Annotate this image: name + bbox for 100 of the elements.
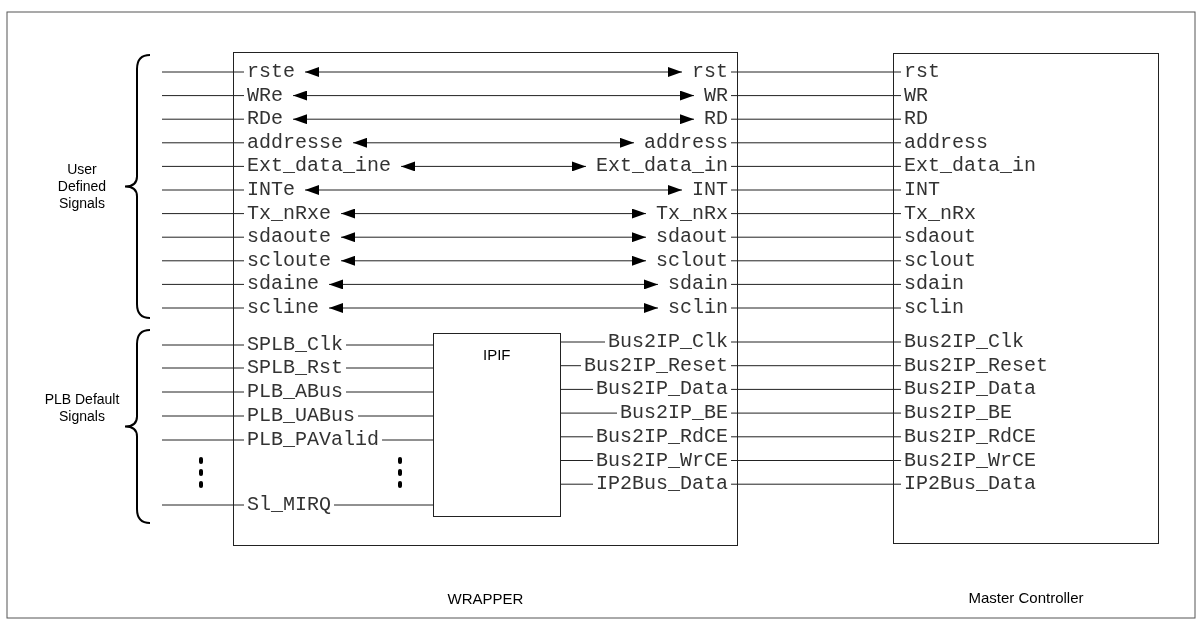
signal-name: rst [904, 61, 940, 83]
double-arrow [328, 279, 659, 290]
signal-name: sdaout [656, 226, 728, 249]
signal-name: Bus2IP_RdCE [596, 425, 729, 448]
signal-name: WRe [247, 84, 283, 107]
signal-line [730, 365, 902, 367]
signal-line [560, 460, 594, 461]
module-title: Master Controller [968, 589, 1084, 607]
signal-line [161, 367, 245, 369]
signal-name: sclout [904, 249, 976, 272]
signal-line [730, 71, 902, 73]
signal-line [730, 236, 902, 238]
signal-name: Bus2IP_RdCE [904, 425, 1037, 448]
double-arrow [304, 67, 683, 77]
signal-name: address [644, 131, 728, 154]
signal-line [345, 391, 434, 393]
signal-name: IP2Bus_Data [904, 473, 1037, 496]
signal-name: sclout [656, 249, 728, 272]
signal-name: Tx_nRxe [247, 202, 331, 225]
signal-line [730, 388, 902, 390]
signal-line [161, 71, 245, 73]
signal-name: Bus2IP_Clk [608, 331, 729, 353]
signal-line [345, 344, 434, 346]
double-arrow [352, 137, 635, 148]
signal-line [161, 504, 245, 506]
signal-line [560, 436, 594, 438]
signal-line [345, 367, 434, 369]
signal-line [161, 283, 245, 285]
signal-line [730, 142, 902, 144]
signal-name: sdaoute [247, 226, 331, 249]
double-arrow [340, 208, 647, 219]
signal-line [730, 412, 902, 414]
signal-name: Ext_data_in [904, 155, 1037, 178]
signal-name: Bus2IP_Reset [904, 354, 1049, 377]
signal-name: RD [904, 108, 928, 131]
double-arrow [400, 161, 587, 172]
signal-name: Bus2IP_WrCE [904, 449, 1037, 472]
signal-line [161, 189, 245, 191]
signal-line [730, 436, 902, 438]
signal-line [161, 344, 245, 346]
signal-name: PLB_UABus [247, 405, 356, 427]
signal-name: sdain [904, 273, 964, 296]
double-arrow [304, 185, 683, 195]
signal-line [730, 341, 902, 343]
signal-name: PLB_ABus [247, 381, 343, 403]
signal-name: address [904, 131, 988, 154]
signal-name: Bus2IP_Reset [584, 354, 729, 377]
signal-line [730, 283, 902, 285]
signal-name: Bus2IP_WrCE [596, 449, 729, 472]
signal-name: SPLB_Clk [247, 334, 343, 356]
double-arrow [340, 232, 647, 243]
signal-line [730, 213, 902, 215]
signal-line [357, 415, 434, 417]
signal-name: Bus2IP_BE [620, 402, 729, 425]
double-arrow [292, 114, 695, 125]
signal-line [730, 307, 902, 309]
signal-line [161, 236, 245, 238]
signal-name: INTe [247, 179, 295, 201]
signal-line [333, 504, 434, 506]
signal-name: IP2Bus_Data [596, 473, 729, 496]
signal-line [161, 391, 245, 393]
signal-line [161, 439, 245, 441]
double-arrow [340, 255, 647, 266]
signal-name: sdaine [247, 273, 319, 296]
signal-line [560, 483, 594, 485]
signal-line [161, 415, 245, 417]
signal-name: RD [704, 108, 728, 131]
signal-name: INT [904, 179, 940, 201]
signal-line [161, 142, 245, 144]
signal-line [730, 95, 902, 97]
signal-name: WR [704, 84, 728, 107]
signal-name: Tx_nRx [656, 202, 728, 225]
signal-line [730, 483, 902, 485]
signal-line [161, 95, 245, 97]
signal-name: sdaout [904, 226, 976, 249]
signal-line [730, 118, 902, 120]
signal-name: WR [904, 84, 928, 107]
signal-line [730, 260, 902, 262]
signal-line [560, 412, 618, 414]
signal-name: Ext_data_ine [247, 155, 392, 178]
signal-name: addresse [247, 131, 343, 154]
signal-name: RDe [247, 108, 283, 131]
signal-name: Tx_nRx [904, 202, 976, 225]
signal-line [161, 307, 245, 309]
double-arrow [328, 303, 659, 313]
signal-line [381, 439, 434, 441]
signal-name: sclin [668, 297, 728, 319]
signal-name: sclin [904, 297, 964, 319]
signal-line [161, 213, 245, 215]
signal-name: Ext_data_in [596, 155, 729, 178]
signal-name: SPLB_Rst [247, 357, 343, 379]
signal-name: rst [692, 61, 728, 83]
signal-line [560, 365, 582, 367]
module-title: IPIF [483, 346, 511, 364]
signal-line [730, 460, 902, 461]
module-title: WRAPPER [447, 590, 524, 608]
signal-line [161, 118, 245, 120]
signal-name: PLB_PAValid [247, 429, 380, 451]
signal-name: Sl_MIRQ [247, 494, 331, 516]
double-arrow [292, 90, 695, 101]
